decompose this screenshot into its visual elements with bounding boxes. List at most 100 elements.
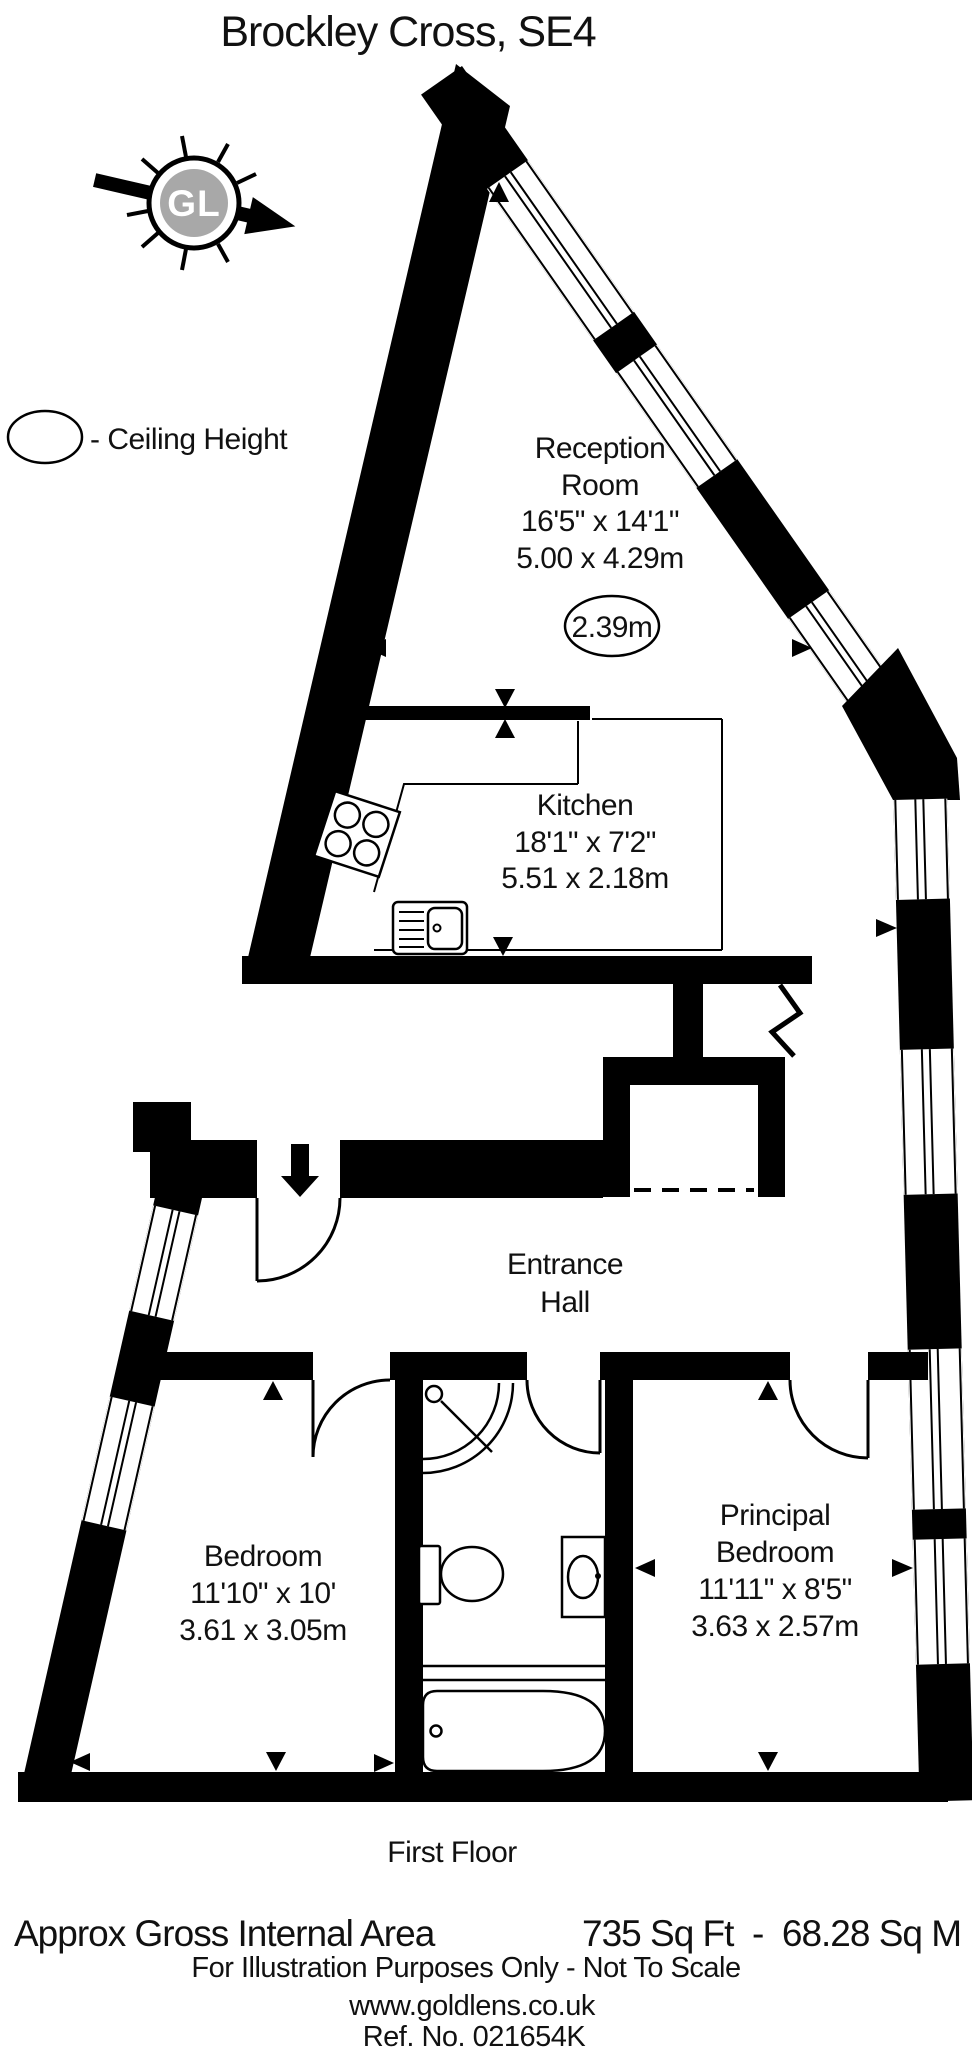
entry-arrow-shaft (291, 1144, 309, 1176)
basin-bowl (566, 1554, 600, 1600)
hob-burner (362, 810, 390, 839)
basin-icon (560, 1535, 607, 1619)
toilet-icon (417, 1544, 505, 1606)
ceiling-height-oval-icon (6, 409, 84, 465)
window-segment (912, 1538, 970, 1665)
window-segment (487, 160, 635, 341)
wall-segment (150, 1140, 257, 1198)
window-segment (616, 344, 738, 488)
wall-segment (350, 706, 590, 720)
compass-ray (140, 231, 160, 249)
compass-inner-circle (160, 169, 228, 237)
entry-arrow-head (281, 1176, 319, 1197)
kitchen-dims-imperial: 18'1" x 7'2" (514, 826, 656, 859)
reception-dims-imperial: 16'5" x 14'1" (521, 505, 679, 538)
ceiling-height-label: - Ceiling Height (90, 423, 288, 456)
principal-label-line2: Bedroom (716, 1536, 834, 1569)
wall-segment (140, 1352, 313, 1380)
ceiling-height-legend: - Ceiling Height (6, 409, 289, 465)
cupboard-interior (630, 1085, 758, 1197)
window-segment (81, 1396, 155, 1531)
room-labels: Reception Room 16'5" x 14'1" 5.00 x 4.29… (179, 432, 859, 1647)
sink-icon (391, 900, 469, 956)
hob-burner (333, 801, 362, 829)
sink-tap (432, 923, 442, 933)
compass-ray (236, 172, 257, 185)
disclaimer-text: For Illustration Purposes Only - Not To … (191, 1952, 740, 1984)
ceiling-height-oval-icon (563, 594, 661, 658)
kitchen-dims-metric: 5.51 x 2.18m (501, 862, 668, 895)
dimension-arrow-left (70, 1753, 90, 1771)
reception-label-line2: Room (561, 469, 639, 502)
entry-arrow-icon (281, 1144, 319, 1197)
wall-segment (18, 1772, 948, 1802)
wall-segment (868, 1352, 928, 1380)
dimension-arrow-down (758, 1752, 778, 1771)
dimension-arrow-right (892, 1559, 913, 1577)
page-title: Brockley Cross, SE4 (220, 8, 595, 56)
compass-ray (140, 157, 160, 175)
walls (18, 64, 972, 1802)
principal-dims-imperial: 11'11" x 8'5" (698, 1573, 852, 1606)
window-wall-lower-left (20, 1140, 213, 1802)
wall-segment (246, 64, 510, 966)
sink-basin (426, 906, 464, 951)
shower-icon (422, 1382, 515, 1475)
dimension-arrow-right (792, 639, 812, 657)
compass-rays-icon (126, 135, 257, 271)
dimension-arrow-up (495, 719, 515, 738)
compass: GL (93, 135, 296, 271)
compass-ray (180, 248, 188, 271)
dimension-arrow-down (495, 689, 515, 708)
hob-icon (312, 789, 402, 879)
hob-burner (352, 839, 381, 867)
reception-ceiling-height: 2.39m (572, 611, 653, 644)
kitchen-counter-lines (373, 718, 723, 951)
dimension-arrow-down (493, 937, 513, 956)
dimension-arrow-up (489, 182, 509, 202)
bath-tap (429, 1724, 443, 1738)
compass-ray (216, 143, 230, 163)
compass-ray (126, 209, 149, 217)
window-segment (129, 1205, 199, 1321)
wall-segment (673, 978, 703, 1060)
reception-dims-metric: 5.00 x 4.29m (516, 542, 683, 575)
wall-segment (842, 648, 960, 800)
dimension-arrow-left (635, 1559, 655, 1577)
principal-label-line1: Principal (720, 1499, 831, 1532)
dimension-arrow-left (366, 639, 386, 657)
doors (255, 983, 870, 1460)
fixtures (312, 718, 723, 1773)
area-value: 735 Sq Ft - 68.28 Sq M (582, 1913, 961, 1954)
window-segment (899, 1048, 958, 1195)
bedroom-door-arc (311, 1378, 391, 1458)
wall-segment (242, 956, 812, 984)
bedroom-dims-metric: 3.61 x 3.05m (179, 1614, 346, 1647)
hall-label-line1: Entrance (507, 1248, 623, 1281)
window-glazing-lines (82, 1205, 198, 1531)
wall-segment (340, 1140, 603, 1198)
dimension-arrow-down (266, 1752, 286, 1771)
kitchen-label: Kitchen (537, 789, 634, 822)
window-segment (907, 1348, 966, 1510)
compass-ray (180, 135, 188, 158)
wall-segment (605, 1352, 633, 1800)
window-wall-lower-right (893, 786, 972, 1802)
website-text: www.goldlens.co.uk (348, 1990, 596, 2022)
dimension-arrow-right (876, 919, 897, 937)
compass-ray (216, 243, 230, 263)
floor-label: First Floor (387, 1836, 517, 1869)
area-label: Approx Gross Internal Area (14, 1913, 436, 1954)
bath-icon (421, 1689, 607, 1773)
bathroom-shelf-lines (423, 1664, 605, 1682)
window-segment (893, 798, 950, 900)
bathroom-door-arc (525, 1379, 601, 1455)
hall-label-line2: Hall (540, 1286, 590, 1319)
principal-dims-metric: 3.63 x 2.57m (691, 1610, 858, 1643)
reception-label-line1: Reception (535, 432, 666, 465)
toilet-cistern (417, 1544, 442, 1606)
shower-door-line (440, 1400, 493, 1453)
reference-number: Ref. No. 021654K (363, 2021, 587, 2048)
